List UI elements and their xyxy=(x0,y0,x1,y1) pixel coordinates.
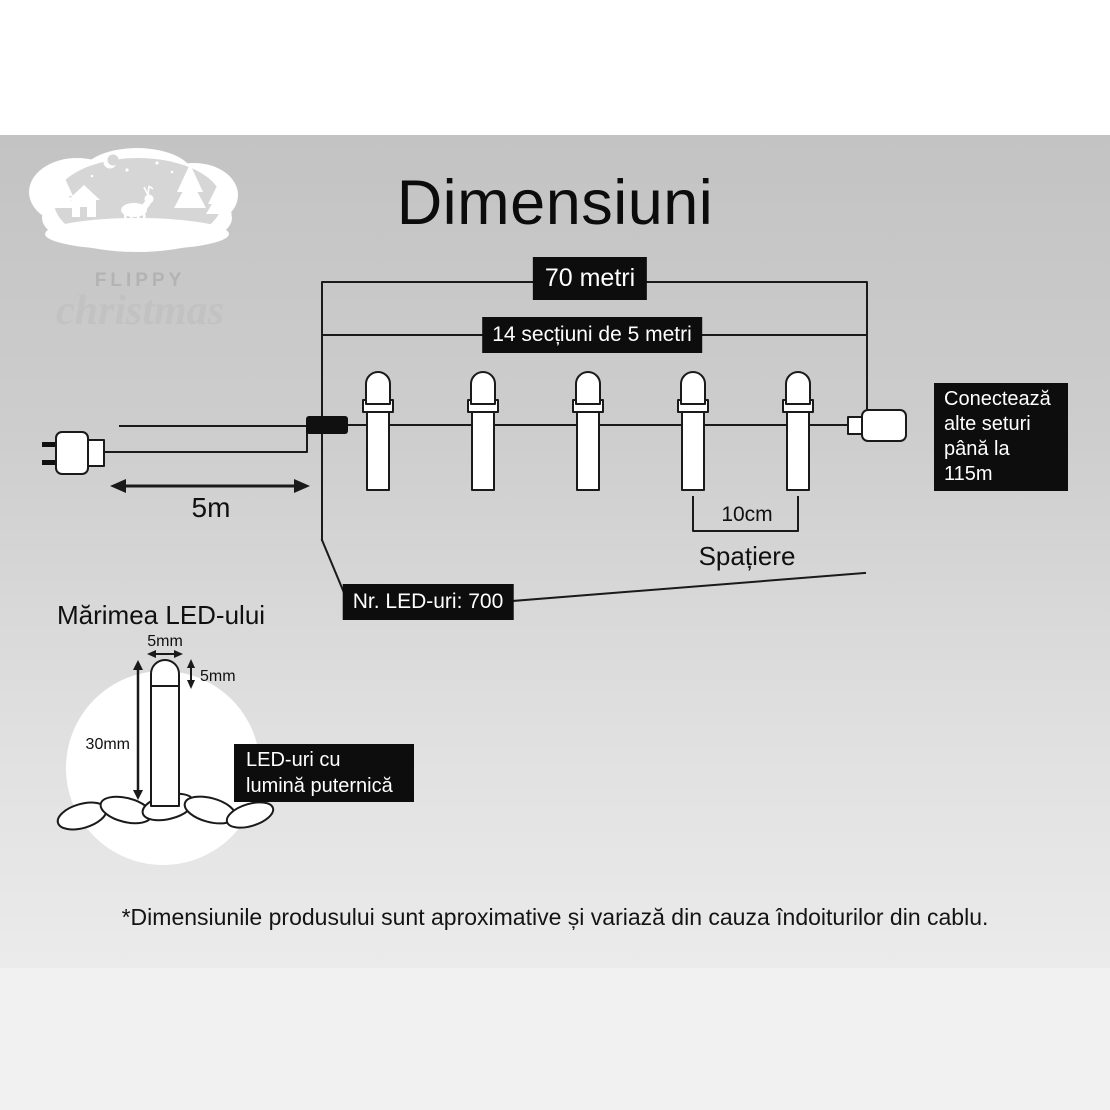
spacing-bracket xyxy=(692,496,799,532)
leader-line-right xyxy=(510,571,867,603)
pine-trees-icon xyxy=(48,164,232,214)
led-count-label: Nr. LED-uri: 700 xyxy=(342,584,514,620)
house-icon xyxy=(68,185,100,217)
led-brightness-note-label: LED-uri cu lumină puternică xyxy=(234,744,414,802)
page-title: Dimensiuni xyxy=(396,168,714,238)
winter-scene-icon xyxy=(29,148,238,252)
width-arrow xyxy=(147,650,183,658)
lead-cable xyxy=(103,425,308,453)
led-bulb-icon xyxy=(572,371,604,491)
lead-length-text: 5m xyxy=(191,492,231,523)
flippy-christmas-logo: FLIPPY christmas xyxy=(29,148,238,334)
length-arrow xyxy=(133,660,143,800)
length-label: 30mm xyxy=(86,736,130,753)
width-label: 5mm xyxy=(147,633,183,650)
led-closeup-icon xyxy=(150,659,180,807)
led-bulb-icon xyxy=(677,371,709,491)
twisted-wire-icon xyxy=(56,792,275,831)
logo-script-text: christmas xyxy=(56,288,224,334)
bottom-band xyxy=(0,968,1110,1110)
sections-label: 14 secțiuni de 5 metri xyxy=(482,317,702,353)
disclaimer-text: *Dimensiunile produsului sunt aproximati… xyxy=(121,904,989,930)
dome-height-label: 5mm xyxy=(200,668,236,685)
snow-ground-icon xyxy=(45,218,229,250)
spacing-value-text: 10cm xyxy=(721,503,773,526)
led-bulb-icon xyxy=(467,371,499,491)
connect-note-label: Conectează alte seturi până la 115m xyxy=(934,383,1068,491)
led-bulb-icon xyxy=(362,371,394,491)
led-size-detail: 5mm 5mm 30mm xyxy=(56,633,275,865)
led-bulbs xyxy=(362,371,814,491)
lead-length-arrow xyxy=(110,479,310,493)
spacing-caption: Spațiere xyxy=(698,541,796,571)
total-length-label: 70 metri xyxy=(532,257,648,300)
logo-brand-text: FLIPPY xyxy=(95,270,186,291)
end-coupler-icon xyxy=(847,409,907,442)
dome-height-arrow xyxy=(187,659,195,689)
led-size-heading: Mărimea LED-ului xyxy=(57,600,266,630)
inline-connector-icon xyxy=(306,416,348,434)
power-plug-icon xyxy=(42,431,105,475)
led-bulb-icon xyxy=(782,371,814,491)
